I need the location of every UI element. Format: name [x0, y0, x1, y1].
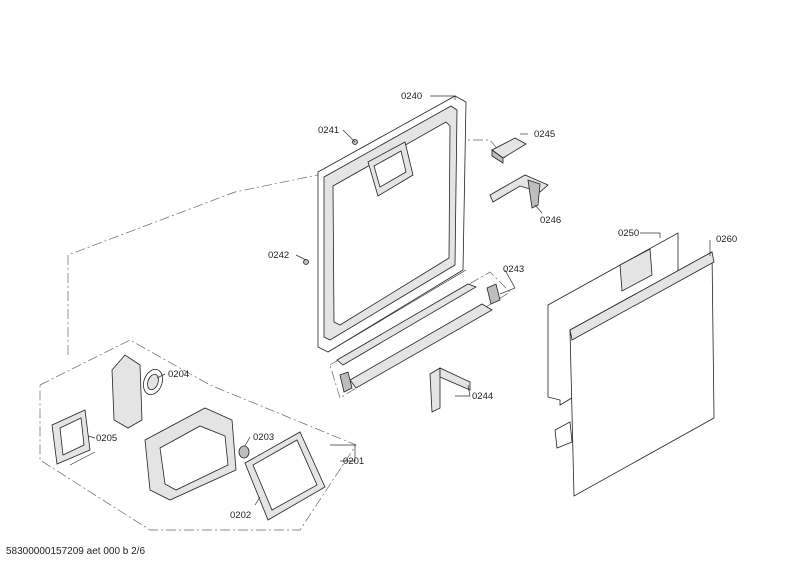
label-0244: 0244 — [472, 391, 493, 402]
label-0250: 0250 — [618, 228, 639, 239]
label-0241: 0241 — [318, 125, 339, 136]
part-labels: 0240 0241 0242 0243 0244 0245 0246 0250 … — [96, 91, 737, 521]
label-0203: 0203 — [253, 432, 274, 443]
document-footer-id: 58300000157209 aet 000 b 2/6 — [6, 546, 146, 557]
label-0204: 0204 — [168, 369, 189, 380]
gasket-0204-part — [111, 354, 163, 429]
frame-gasket-0202-part — [244, 431, 326, 521]
leader-lines — [87, 95, 711, 506]
label-0260: 0260 — [716, 234, 737, 245]
screw-0242 — [303, 259, 309, 265]
label-0242: 0242 — [268, 250, 289, 261]
dispenser-0201-part — [144, 407, 237, 501]
cap-0203-part — [238, 445, 250, 459]
cover-plate-0205-part — [51, 409, 96, 466]
label-0201: 0201 — [343, 456, 364, 467]
l-bracket-part — [429, 367, 471, 413]
label-0205: 0205 — [96, 433, 117, 444]
inner-door-panel-part — [317, 95, 467, 353]
bottom-strip-part — [336, 283, 501, 393]
screw-0241 — [348, 135, 358, 145]
hinge-lever-part — [489, 174, 549, 209]
decor-panel-0260-part — [554, 251, 715, 497]
label-0202: 0202 — [230, 510, 251, 521]
label-0243: 0243 — [503, 264, 524, 275]
label-0245: 0245 — [534, 129, 555, 140]
label-0246: 0246 — [540, 215, 561, 226]
label-0240: 0240 — [401, 91, 422, 102]
hinge-clip-part — [491, 137, 527, 164]
